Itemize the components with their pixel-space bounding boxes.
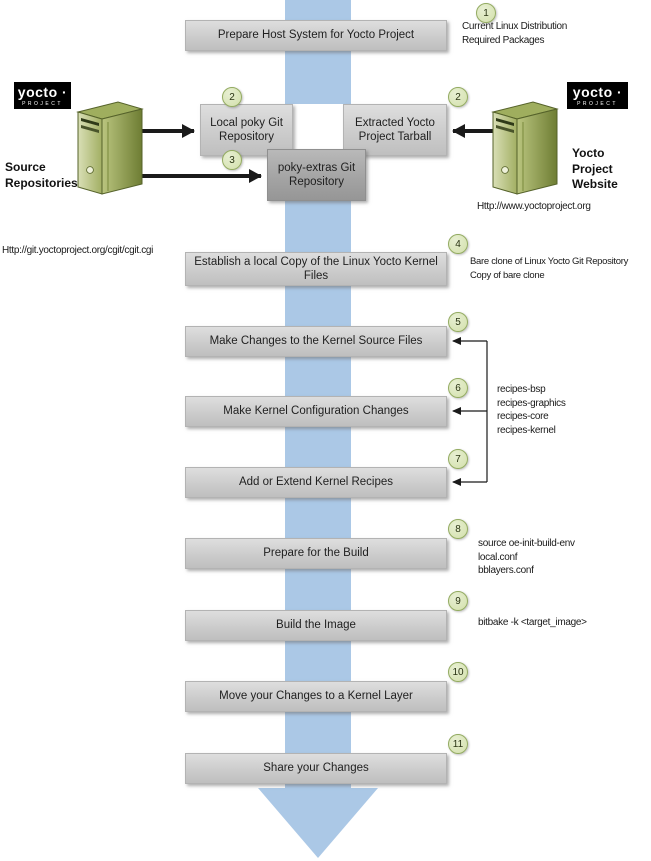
yocto-logo-subtext: PROJECT <box>577 100 618 107</box>
note-step4: Bare clone of Linux Yocto Git Repository… <box>470 255 628 282</box>
yocto-logo-wordmark: yocto · <box>17 83 68 100</box>
step-badge-10: 10 <box>448 662 468 682</box>
note-line: Copy of bare clone <box>470 269 545 281</box>
step-badge-1: 1 <box>476 3 496 23</box>
yocto-logo-subtext: PROJECT <box>22 100 63 107</box>
note-line: Required Packages <box>462 34 545 46</box>
step-badge-4: 4 <box>448 234 468 254</box>
step-label: Add or Extend Kernel Recipes <box>238 476 394 489</box>
step-box-poky-extras: poky-extras Git Repository <box>267 149 366 201</box>
source-repositories-server-icon <box>72 92 148 203</box>
step-badge-6: 6 <box>448 378 468 398</box>
yocto-logo-wordmark: yocto · <box>572 83 623 100</box>
step-box-prepare-host: Prepare Host System for Yocto Project <box>185 20 447 51</box>
step-box-share-changes: Share your Changes <box>185 753 447 784</box>
step-label: Local poky Git Repository <box>210 116 283 143</box>
note-step9: bitbake -k <target_image> <box>478 616 587 630</box>
note-line: bitbake -k <target_image> <box>478 617 587 628</box>
step-box-establish-copy: Establish a local Copy of the Linux Yoct… <box>185 252 447 286</box>
note-line: source oe-init-build-env <box>478 538 575 549</box>
yocto-logo-right: yocto · PROJECT <box>567 82 628 109</box>
yocto-website-label: Yocto Project Website <box>572 146 618 192</box>
step-label: Share your Changes <box>263 762 369 775</box>
yocto-logo-left: yocto · PROJECT <box>14 82 71 109</box>
source-repositories-label: Source Repositories <box>5 160 78 190</box>
step-badge-7: 7 <box>448 449 468 469</box>
git-repository-url: Http://git.yoctoproject.org/cgit/cgit.cg… <box>2 245 154 256</box>
note-line: recipes-graphics <box>497 397 566 409</box>
step-badge-2-left: 2 <box>222 87 242 107</box>
note-line: recipes-core <box>497 411 549 422</box>
step-label: Establish a local Copy of the Linux Yoct… <box>194 255 438 282</box>
note-step1: Current Linux Distribution Required Pack… <box>462 20 567 47</box>
step-box-extend-recipes: Add or Extend Kernel Recipes <box>185 467 447 498</box>
yocto-website-url: Http://www.yoctoproject.org <box>477 201 591 212</box>
yocto-website-server-icon <box>487 92 563 203</box>
arrow-gap-mask <box>284 104 352 150</box>
step-badge-11: 11 <box>448 734 468 754</box>
step-badge-8: 8 <box>448 519 468 539</box>
step-box-make-source-changes: Make Changes to the Kernel Source Files <box>185 326 447 357</box>
step-label: poky-extras Git Repository <box>277 161 356 188</box>
note-line: Bare clone of Linux Yocto Git Repository <box>470 256 629 267</box>
note-step8: source oe-init-build-env local.conf bbla… <box>478 537 575 578</box>
note-line: recipes-bsp <box>497 384 546 395</box>
step-badge-3: 3 <box>222 150 242 170</box>
note-line: local.conf <box>478 551 518 563</box>
step-box-make-config-changes: Make Kernel Configuration Changes <box>185 396 447 427</box>
note-line: bblayers.conf <box>478 565 534 576</box>
note-step6: recipes-bsp recipes-graphics recipes-cor… <box>497 383 566 437</box>
note-line: Current Linux Distribution <box>462 21 568 32</box>
note-line: recipes-kernel <box>497 424 556 436</box>
step-label: Make Kernel Configuration Changes <box>223 405 409 418</box>
step-box-prepare-build: Prepare for the Build <box>185 538 447 569</box>
step-box-build-image: Build the Image <box>185 610 447 641</box>
step-label: Prepare for the Build <box>263 547 369 560</box>
step-label: Build the Image <box>276 619 356 632</box>
step-label: Move your Changes to a Kernel Layer <box>219 690 413 703</box>
step-label: Extracted Yocto Project Tarball <box>355 116 435 143</box>
step-box-move-to-layer: Move your Changes to a Kernel Layer <box>185 681 447 712</box>
step-badge-5: 5 <box>448 312 468 332</box>
step-badge-2-right: 2 <box>448 87 468 107</box>
step-label: Prepare Host System for Yocto Project <box>217 29 415 42</box>
step-label: Make Changes to the Kernel Source Files <box>209 335 423 348</box>
step-badge-9: 9 <box>448 591 468 611</box>
